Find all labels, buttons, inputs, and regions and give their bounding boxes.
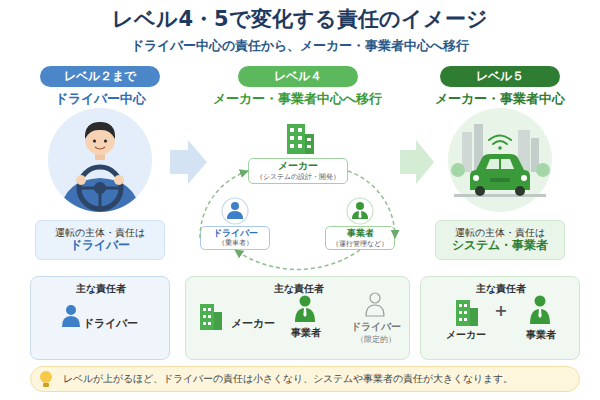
building-icon — [200, 304, 222, 330]
driver-person-icon — [222, 198, 248, 224]
node-text: メーカー — [436, 329, 496, 342]
level-pill: レベル４ — [238, 66, 358, 87]
node-text: 事業者 — [506, 329, 576, 342]
cycle-connector — [235, 250, 360, 269]
column-heading: ドライバー中心 — [30, 91, 170, 107]
node-text: ドライバー — [83, 317, 163, 331]
node-text: ドライバー — [341, 321, 411, 334]
node-text: （限定的） — [341, 335, 411, 344]
node-text: + — [486, 301, 516, 321]
level-pill: レベル５ — [440, 66, 560, 87]
subtitle: ドライバー中心の責任から、メーカー・事業者中心へ移行 — [0, 38, 600, 54]
node-text: 運転の主体・責任は — [55, 227, 145, 239]
responsible-panel: 主な責任者ドライバー — [30, 276, 170, 360]
node-text: レベルが上がるほど、ドライバーの責任は小さくなり、システムや事業者の責任が大きく… — [63, 373, 513, 386]
maker-box: メーカー（システムの設計・開発） — [248, 158, 348, 184]
operator-person-icon — [295, 296, 315, 323]
node-text: レベル２まで — [64, 69, 136, 84]
node-text: レベル５ — [476, 69, 524, 84]
building-icon — [287, 124, 314, 154]
node-text: システム・事業者 — [452, 238, 548, 253]
node-text: （乗車者） — [218, 239, 253, 248]
node-text: メーカー — [278, 160, 318, 173]
node-text: ドライバー — [70, 238, 130, 253]
car-illustration — [451, 124, 550, 197]
responsibility-box: 運転の主体・責任はシステム・事業者 — [435, 220, 565, 260]
column-heading: メーカー・事業者中心へ移行 — [185, 91, 410, 107]
node-text: 事業者 — [271, 327, 341, 340]
level-pill: レベル２まで — [40, 66, 160, 87]
operator-person-icon — [530, 296, 550, 325]
node-text: （運行管理など） — [332, 240, 388, 248]
node-text: メーカー — [231, 317, 301, 331]
responsible-panel: 主な責任者メーカー事業者ドライバー（限定的） — [185, 276, 410, 360]
driver-illustration — [60, 122, 140, 215]
column-heading: メーカー・事業者中心 — [420, 91, 580, 107]
node-text: ドライバー — [213, 228, 258, 239]
transition-arrow — [400, 140, 434, 184]
operator-box: 事業者（運行管理など） — [325, 226, 395, 250]
node-text: レベル４ — [274, 69, 322, 84]
diagram-title: レベル4・5で変化する責任のイメージ — [0, 6, 600, 32]
limited-driver-icon — [366, 293, 384, 316]
illustration-circle — [48, 108, 152, 212]
transition-arrow — [170, 140, 207, 184]
node-text: 事業者 — [347, 228, 374, 239]
cycle-connector — [200, 171, 248, 238]
node-text: 主な責任者 — [186, 283, 411, 296]
responsibility-box: 運転の主体・責任はドライバー — [35, 220, 165, 260]
note-band: レベルが上がるほど、ドライバーの責任は小さくなり、システムや事業者の責任が大きく… — [30, 366, 580, 392]
illustration-circle — [448, 108, 552, 212]
lightbulb-icon — [40, 371, 52, 387]
node-text: （システムの設計・開発） — [256, 173, 340, 182]
cycle-connector — [348, 171, 395, 238]
operator-person-icon — [347, 198, 373, 224]
driver-person-icon — [62, 305, 80, 327]
driver-box: ドライバー（乗車者） — [200, 226, 270, 250]
node-text: 主な責任者 — [31, 283, 171, 296]
building-icon — [456, 300, 478, 326]
node-text: 運転の主体・責任は — [455, 227, 545, 239]
responsible-panel: 主な責任者メーカー + 事業者 — [420, 276, 580, 360]
node-text: 主な責任者 — [421, 283, 581, 296]
